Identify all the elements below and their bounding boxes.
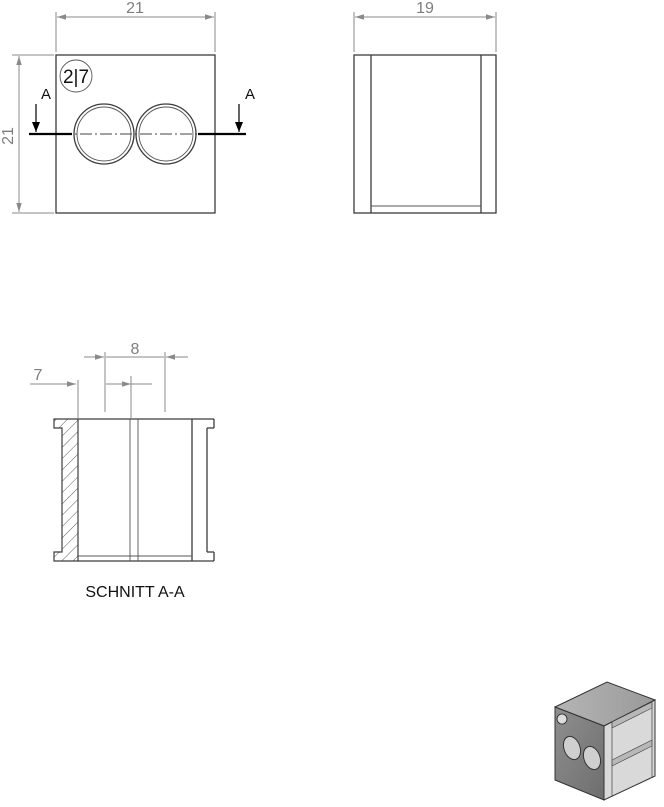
bore-left [73, 103, 135, 165]
section-dim-7-value: 7 [34, 367, 43, 384]
section-dim-8-value: 8 [131, 341, 140, 358]
section-view: 7 8 SCHNITT A-A [30, 341, 215, 601]
section-hatched-wall [53, 418, 79, 562]
section-body [78, 418, 215, 562]
front-width-dim-value: 21 [126, 0, 144, 17]
front-view: 21 21 2|7 A A [0, 0, 255, 214]
section-label-right: A [245, 86, 255, 103]
isometric-preview [553, 681, 657, 801]
section-line-a-a: A A [29, 86, 255, 136]
side-view: 19 [353, 0, 497, 214]
side-width-dim-value: 19 [416, 0, 434, 17]
badge-text: 2|7 [63, 67, 89, 88]
side-width-dimension: 19 [353, 0, 497, 52]
badge-27: 2|7 [59, 59, 93, 93]
section-dim-7: 7 [30, 367, 152, 418]
section-caption: SCHNITT A-A [85, 584, 185, 601]
front-height-dimension: 21 [0, 54, 54, 214]
bore-right-inner [138, 106, 194, 162]
front-width-dimension: 21 [55, 0, 216, 52]
section-dim-8: 8 [84, 341, 188, 412]
front-height-dim-value: 21 [0, 127, 17, 145]
section-label-left: A [41, 86, 51, 103]
side-view-outline [353, 54, 497, 214]
